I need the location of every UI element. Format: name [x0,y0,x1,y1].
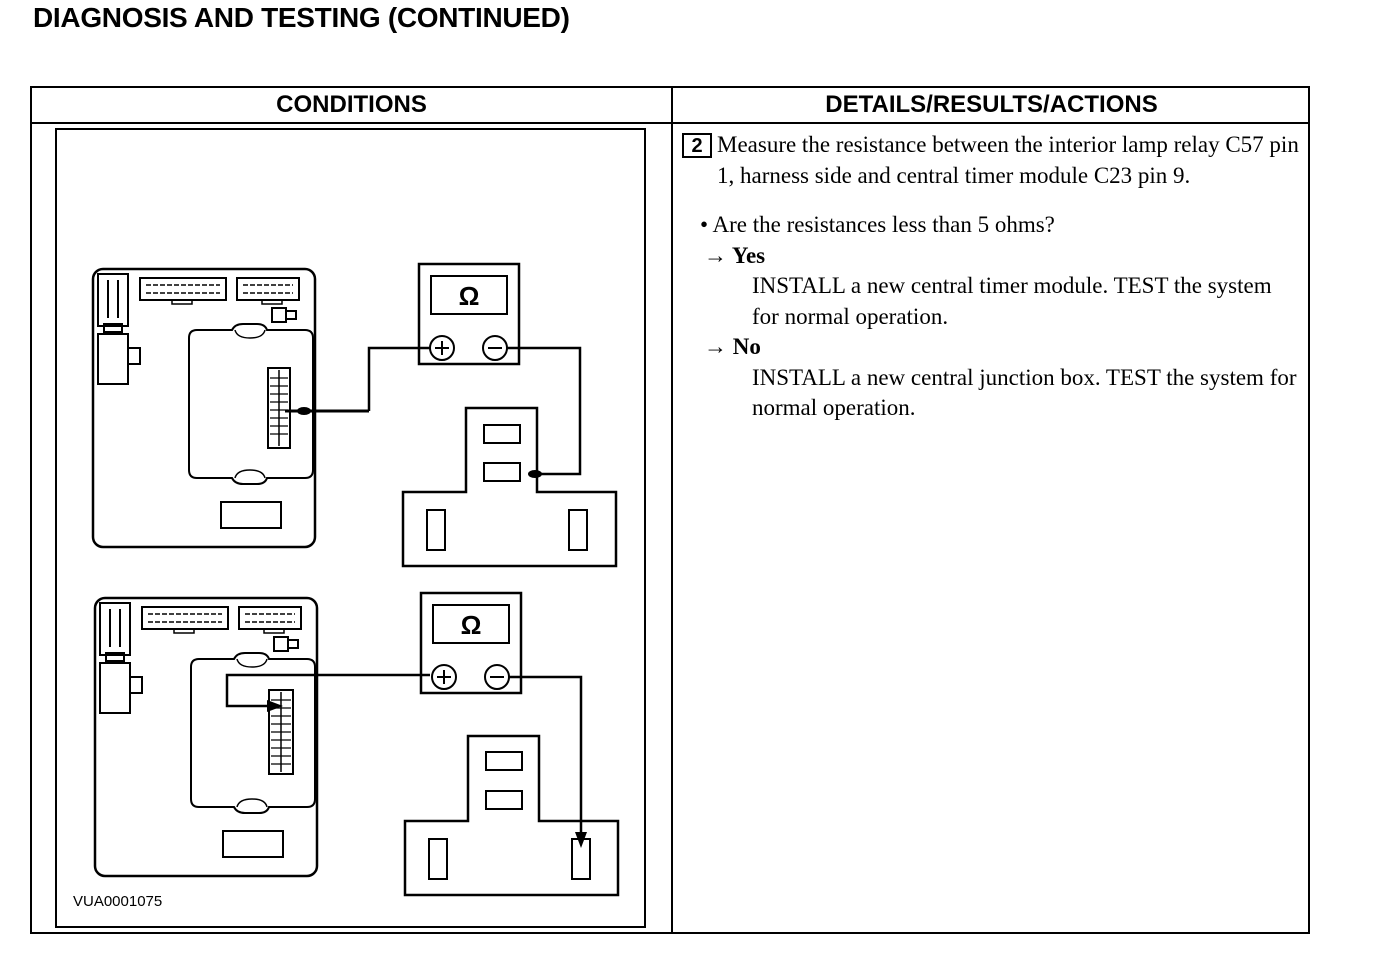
answer-yes: → Yes [682,241,1302,272]
table-header-row: CONDITIONS DETAILS/RESULTS/ACTIONS [32,88,1308,124]
step-number-badge: 2 [682,133,712,158]
ohmmeter-top [417,262,521,366]
bottom-diagram: Ω [93,591,620,897]
answer-no-label: → No [704,334,761,359]
junction-box-top [401,406,618,568]
top-diagram: Ω [91,262,618,568]
answer-yes-label: → Yes [704,242,766,268]
diagnosis-table: CONDITIONS DETAILS/RESULTS/ACTIONS [30,86,1310,934]
junction-box-bottom [403,734,620,897]
wiring-illustration: Ω [55,128,646,928]
meter-symbol: Ω [461,610,482,640]
column-divider [671,88,673,932]
figure-code: VUA0001075 [73,893,163,910]
column-header-conditions: CONDITIONS [276,91,427,118]
step-instruction: 2 Measure the resistance between the int… [682,130,1302,191]
step-instruction-text: Measure the resistance between the inter… [717,132,1299,188]
column-header-details: DETAILS/RESULTS/ACTIONS [825,91,1158,118]
step-question: • Are the resistances less than 5 ohms? [700,212,1055,237]
page-title: DIAGNOSIS AND TESTING (CONTINUED) [33,2,570,33]
timer-module-housing [91,267,317,549]
answer-no-action: INSTALL a new central junction box. TEST… [752,364,1297,421]
timer-module-housing [93,596,319,878]
answer-no: → No [682,332,1302,363]
answer-yes-action: INSTALL a new central timer module. TEST… [752,273,1272,329]
details-cell: 2 Measure the resistance between the int… [682,130,1302,424]
ohmmeter-bottom [419,591,523,695]
meter-symbol: Ω [459,281,480,311]
